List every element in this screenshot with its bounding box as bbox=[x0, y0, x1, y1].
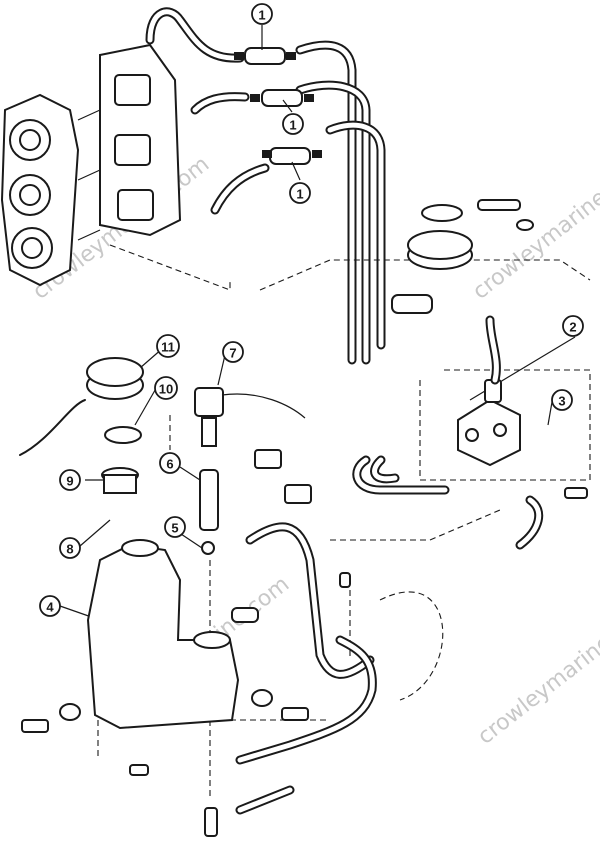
callout-7: 7 bbox=[222, 341, 244, 363]
callout-1a: 1 bbox=[251, 3, 273, 25]
watermark-4: crowleymarine.com bbox=[473, 597, 600, 750]
callout-9: 9 bbox=[59, 469, 81, 491]
inline-fuel-filters bbox=[234, 47, 322, 165]
callout-8: 8 bbox=[59, 537, 81, 559]
callout-11: 11 bbox=[156, 334, 180, 358]
fuel-pump bbox=[457, 315, 588, 550]
callout-3: 3 bbox=[551, 389, 573, 411]
callout-10: 10 bbox=[154, 376, 178, 400]
hardware bbox=[21, 572, 351, 837]
svg-text:1: 1 bbox=[258, 8, 265, 23]
drive-gear-parts bbox=[391, 199, 534, 314]
carburetor-assembly bbox=[0, 43, 182, 287]
svg-text:10: 10 bbox=[159, 382, 173, 397]
callout-2: 2 bbox=[562, 315, 584, 337]
lower-hoses bbox=[235, 522, 377, 815]
watermark-3: crowleymarine.com bbox=[468, 152, 600, 305]
level-sensor bbox=[194, 387, 312, 555]
filler-cap-parts bbox=[19, 357, 144, 494]
fuel-hoses bbox=[145, 7, 450, 495]
svg-text:7: 7 bbox=[229, 346, 236, 361]
callout-4: 4 bbox=[39, 595, 61, 617]
svg-text:6: 6 bbox=[166, 457, 173, 472]
svg-text:11: 11 bbox=[161, 340, 175, 355]
svg-text:5: 5 bbox=[171, 521, 178, 536]
callout-1b: 1 bbox=[282, 113, 304, 135]
callouts: 1 1 1 2 3 4 5 6 bbox=[39, 3, 584, 617]
svg-text:4: 4 bbox=[46, 600, 54, 615]
callout-6: 6 bbox=[159, 452, 181, 474]
svg-text:8: 8 bbox=[66, 542, 73, 557]
svg-text:2: 2 bbox=[569, 320, 576, 335]
svg-text:1: 1 bbox=[289, 118, 296, 133]
oil-tank bbox=[86, 539, 259, 730]
callout-5: 5 bbox=[164, 516, 186, 538]
svg-text:1: 1 bbox=[296, 187, 303, 202]
svg-text:3: 3 bbox=[558, 394, 565, 409]
svg-text:9: 9 bbox=[66, 474, 73, 489]
callout-1c: 1 bbox=[289, 182, 311, 204]
